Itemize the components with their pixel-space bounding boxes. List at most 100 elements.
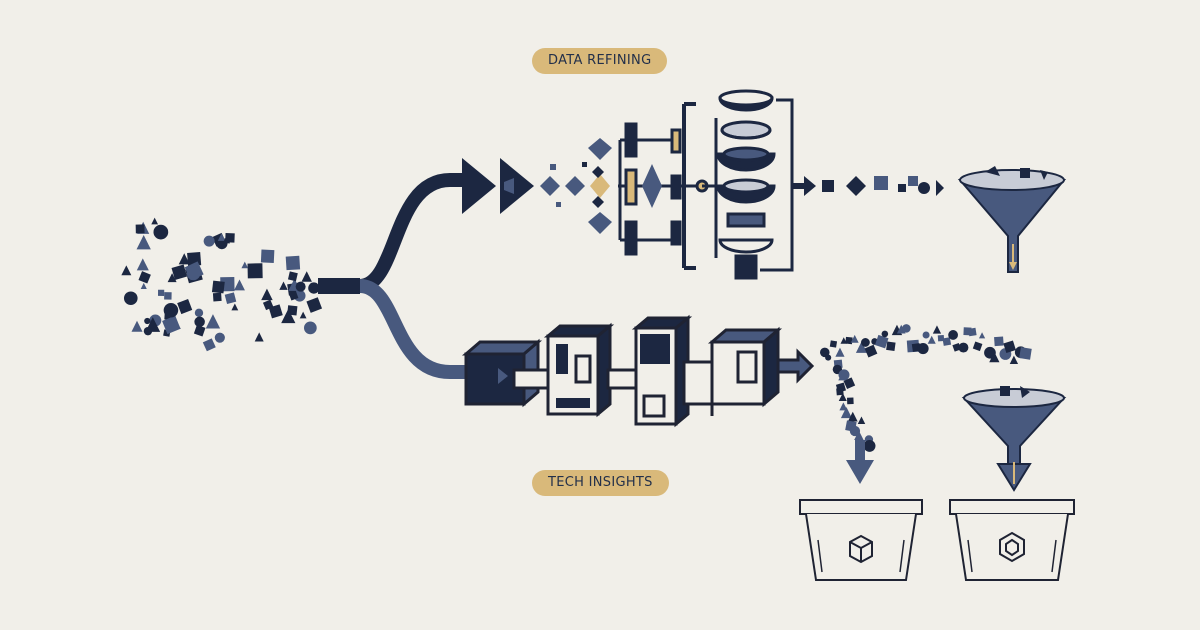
particle <box>214 332 225 343</box>
particle <box>231 303 239 311</box>
particle <box>306 297 323 313</box>
bin-arrow-left <box>846 440 874 484</box>
particle <box>863 440 876 452</box>
raw-data-particles <box>121 217 323 352</box>
particle <box>881 330 889 338</box>
particle <box>164 292 172 300</box>
particle <box>281 308 296 324</box>
particle <box>840 407 852 419</box>
bin-icon-right <box>949 499 1075 581</box>
particle <box>268 304 283 319</box>
particle <box>854 430 864 441</box>
gem-cube-icon <box>999 531 1025 563</box>
particle <box>260 249 275 263</box>
particle <box>287 271 298 282</box>
particle <box>295 281 306 292</box>
particle <box>1019 347 1032 360</box>
particle <box>927 335 936 344</box>
particle <box>840 337 848 344</box>
particle <box>247 263 263 279</box>
particle <box>241 261 249 269</box>
particle <box>845 336 853 345</box>
particle <box>203 235 215 247</box>
top-diamond-stream <box>540 138 612 234</box>
insight-particle-stream <box>820 324 1032 452</box>
label-data-refining: DATA REFINING <box>532 48 668 74</box>
refined-output-stream <box>792 176 944 196</box>
particle <box>838 374 845 381</box>
particle <box>136 258 149 271</box>
particle <box>850 334 859 343</box>
machine-blocks <box>461 314 815 428</box>
particle <box>217 233 226 241</box>
particle <box>293 289 306 302</box>
particle <box>847 411 858 422</box>
particle <box>958 342 969 353</box>
particle <box>285 255 301 271</box>
particle <box>163 302 179 318</box>
particle <box>144 317 151 325</box>
particle <box>162 315 181 335</box>
particle <box>222 235 231 244</box>
particle <box>968 327 977 337</box>
particle <box>178 253 190 265</box>
particle <box>234 279 245 291</box>
particle <box>303 321 317 335</box>
particle <box>829 340 838 348</box>
particle <box>194 316 205 328</box>
cube-icon <box>849 534 873 564</box>
particle <box>1009 355 1019 364</box>
particle <box>902 324 911 333</box>
bin-icon-left <box>799 499 923 581</box>
particle <box>299 311 307 319</box>
particle <box>171 264 188 281</box>
particle <box>279 281 288 290</box>
particle <box>846 397 854 405</box>
particle <box>167 273 177 283</box>
particle <box>978 332 986 339</box>
particle <box>138 271 151 284</box>
particle <box>932 325 942 334</box>
particle <box>1003 340 1016 354</box>
particle <box>835 347 845 357</box>
particle <box>211 280 225 294</box>
particle <box>193 324 206 337</box>
particle <box>140 282 147 289</box>
sieve-filter-bank <box>618 89 794 280</box>
particle <box>158 289 165 296</box>
particle <box>857 416 866 424</box>
particle <box>861 338 870 347</box>
particle <box>308 282 320 294</box>
particle <box>121 265 132 276</box>
particle <box>836 387 844 396</box>
particle <box>942 337 952 346</box>
branching-pipe <box>318 173 470 379</box>
particle <box>886 341 896 351</box>
particle <box>212 292 222 302</box>
particle <box>825 354 832 361</box>
particle <box>202 338 216 352</box>
label-tech-insights: TECH INSIGHTS <box>532 470 669 496</box>
particle <box>145 317 161 332</box>
particle <box>151 217 159 225</box>
particle <box>131 320 143 332</box>
particle <box>301 271 312 282</box>
particle <box>224 292 237 304</box>
particle <box>135 224 145 234</box>
particle <box>994 336 1004 347</box>
particle <box>917 342 929 355</box>
particle <box>937 334 945 342</box>
particle <box>153 224 169 240</box>
particle <box>205 314 221 329</box>
particle <box>855 341 868 353</box>
particle <box>838 392 847 401</box>
particle <box>864 344 878 358</box>
top-arrow-heads <box>462 158 534 214</box>
particle <box>843 377 856 390</box>
funnel-icon <box>957 166 1067 273</box>
particle <box>123 291 138 306</box>
particle <box>989 352 1000 363</box>
particle <box>922 331 930 339</box>
